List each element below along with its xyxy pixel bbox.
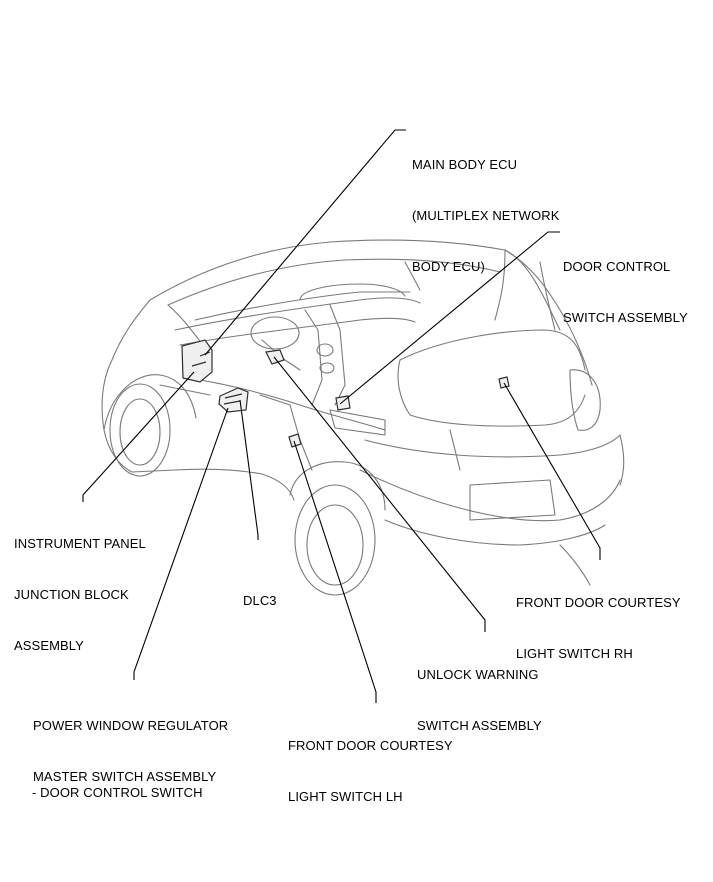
leader-instrument-panel-jb: [82, 371, 195, 502]
label-main-body-ecu: MAIN BODY ECU (MULTIPLEX NETWORK BODY EC…: [412, 122, 559, 309]
unlock-warning-switch-component: [265, 349, 285, 365]
label-line: DLC3: [243, 593, 277, 608]
leader-door-control-switch: [339, 231, 560, 405]
label-line: INSTRUMENT PANEL: [14, 536, 146, 551]
label-line: SWITCH ASSEMBLY: [417, 718, 542, 733]
label-line: SWITCH ASSEMBLY: [563, 310, 688, 325]
label-line: MAIN BODY ECU: [412, 157, 518, 172]
leader-courtesy-rh: [503, 382, 601, 560]
label-power-window-master-switch: POWER WINDOW REGULATOR MASTER SWITCH ASS…: [33, 683, 228, 819]
junction-block-component: [181, 339, 213, 383]
label-line: LIGHT SWITCH LH: [288, 789, 403, 804]
label-door-control-switch-assembly: DOOR CONTROL SWITCH ASSEMBLY: [563, 224, 688, 360]
label-line: LIGHT SWITCH RH: [516, 646, 633, 661]
label-line: ASSEMBLY: [14, 638, 84, 653]
courtesy-switch-rh-component: [498, 376, 510, 389]
label-line: JUNCTION BLOCK: [14, 587, 129, 602]
label-line: UNLOCK WARNING: [417, 667, 539, 682]
component-markers: [181, 339, 510, 448]
label-line: (MULTIPLEX NETWORK: [412, 208, 560, 223]
caption-text: - DOOR CONTROL SWITCH: [32, 785, 203, 800]
label-line: FRONT DOOR COURTESY: [516, 595, 681, 610]
door-control-switch-component: [335, 395, 351, 411]
label-dlc3: DLC3: [243, 558, 277, 643]
label-line: FRONT DOOR COURTESY: [288, 738, 453, 753]
leader-courtesy-lh: [293, 440, 377, 703]
power-window-switch-component: [218, 387, 249, 413]
label-line: MASTER SWITCH ASSEMBLY: [33, 769, 217, 784]
diagram-caption: - DOOR CONTROL SWITCH: [32, 750, 203, 835]
leader-dlc3: [239, 399, 259, 540]
leader-unlock-warning: [273, 356, 486, 632]
courtesy-switch-lh-component: [288, 433, 302, 448]
label-unlock-warning-switch: UNLOCK WARNING SWITCH ASSEMBLY: [417, 632, 542, 768]
leader-lines: [82, 129, 601, 703]
label-instrument-panel-junction-block: INSTRUMENT PANEL JUNCTION BLOCK ASSEMBLY: [14, 501, 146, 688]
leader-main-body-ecu: [204, 129, 406, 356]
label-line: POWER WINDOW REGULATOR: [33, 718, 229, 733]
label-front-door-courtesy-lh: FRONT DOOR COURTESY LIGHT SWITCH LH: [288, 703, 453, 839]
car-body-outline: [101, 239, 625, 596]
label-line: BODY ECU): [412, 259, 485, 274]
label-front-door-courtesy-rh: FRONT DOOR COURTESY LIGHT SWITCH RH: [516, 560, 681, 696]
leader-power-window: [133, 407, 229, 680]
label-line: DOOR CONTROL: [563, 259, 671, 274]
